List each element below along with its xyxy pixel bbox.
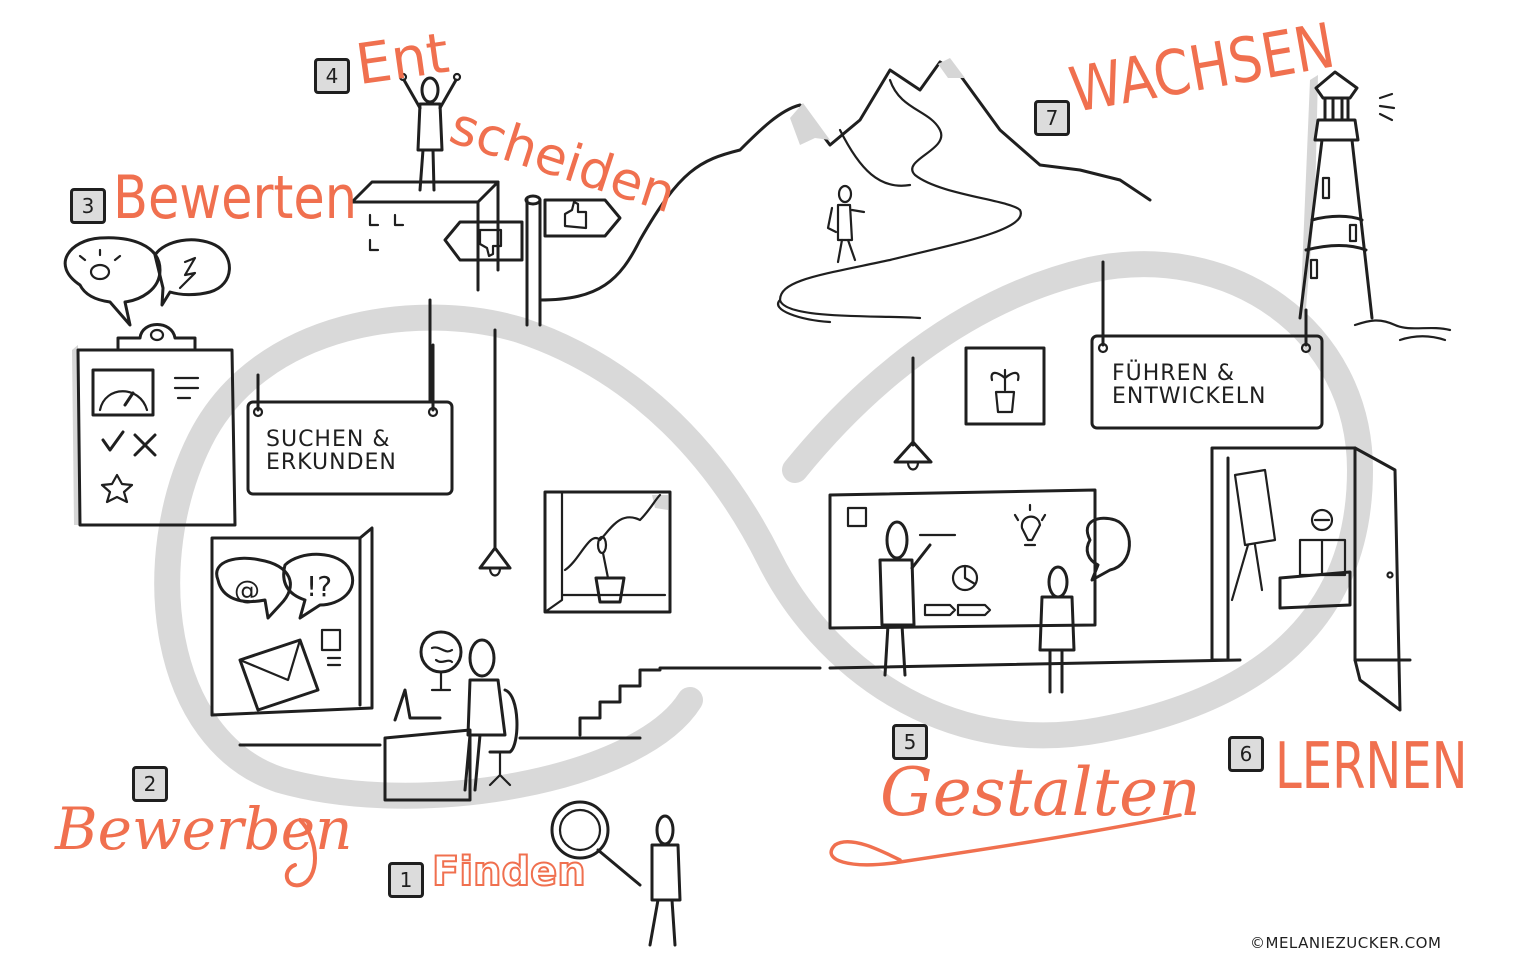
step-badge-3: 3 bbox=[70, 188, 106, 224]
gestalten-swash bbox=[829, 813, 1182, 867]
clipboard-icon bbox=[72, 323, 237, 527]
step-label-ent: Ent bbox=[351, 20, 453, 99]
sign-left-line1: SUCHEN & bbox=[266, 427, 391, 452]
step-badge-5: 5 bbox=[892, 724, 928, 760]
lighthouse-icon bbox=[1298, 70, 1452, 342]
door-reading-person-icon bbox=[1210, 446, 1412, 712]
desk-person-icon bbox=[383, 630, 642, 802]
step-badge-7: 7 bbox=[1034, 100, 1070, 136]
cheering-person-icon bbox=[398, 72, 462, 192]
framed-plant-icon bbox=[964, 346, 1046, 426]
sign-suchen-erkunden bbox=[246, 343, 454, 496]
mountains-icon bbox=[538, 58, 1152, 324]
step-label-finden: Finden bbox=[431, 849, 587, 895]
infinity-loop bbox=[154, 251, 1374, 809]
lamp-icon-right bbox=[893, 356, 933, 471]
step-label-gestalten: Gestalten bbox=[880, 754, 1201, 831]
magnifier-person-icon bbox=[550, 800, 682, 947]
step-label-lernen: LERNEN bbox=[1275, 730, 1468, 804]
thumbs-up-icon bbox=[563, 200, 588, 230]
application-board-icon bbox=[210, 526, 382, 747]
sign-text-left: SUCHEN & ERKUNDEN bbox=[266, 428, 397, 474]
at-sign-icon: @ bbox=[234, 576, 260, 606]
podium-icon bbox=[350, 180, 500, 402]
step-badge-4: 4 bbox=[314, 58, 350, 94]
sign-text-right: FÜHREN & ENTWICKELN bbox=[1112, 362, 1266, 408]
whiteboard-scene-icon bbox=[828, 488, 1242, 694]
step-label-bewerben: Bewerben bbox=[55, 795, 353, 863]
step-label-bewerten: Bewerten bbox=[113, 163, 358, 233]
step-badge-2: 2 bbox=[132, 766, 168, 802]
stairs-icon bbox=[578, 666, 822, 737]
hiker-icon bbox=[826, 184, 866, 264]
thumbs-down-icon bbox=[478, 228, 503, 258]
window-plant-icon bbox=[543, 490, 672, 614]
step-badge-6: 6 bbox=[1228, 736, 1264, 772]
sign-right-line1: FÜHREN & bbox=[1112, 361, 1236, 386]
bewerben-swash bbox=[284, 818, 317, 888]
sign-left-line2: ERKUNDEN bbox=[266, 450, 397, 476]
idea-bubbles-icon bbox=[63, 236, 231, 327]
step-badge-1: 1 bbox=[388, 862, 424, 898]
signpost-icon bbox=[443, 194, 622, 327]
sign-right-line2: ENTWICKELN bbox=[1112, 384, 1267, 410]
credit-text: ©MELANIEZUCKER.COM bbox=[1250, 934, 1442, 952]
sign-fuehren-entwickeln bbox=[1090, 260, 1324, 430]
lamp-icon bbox=[478, 328, 512, 577]
question-exclamation-icon: !? bbox=[306, 570, 333, 603]
